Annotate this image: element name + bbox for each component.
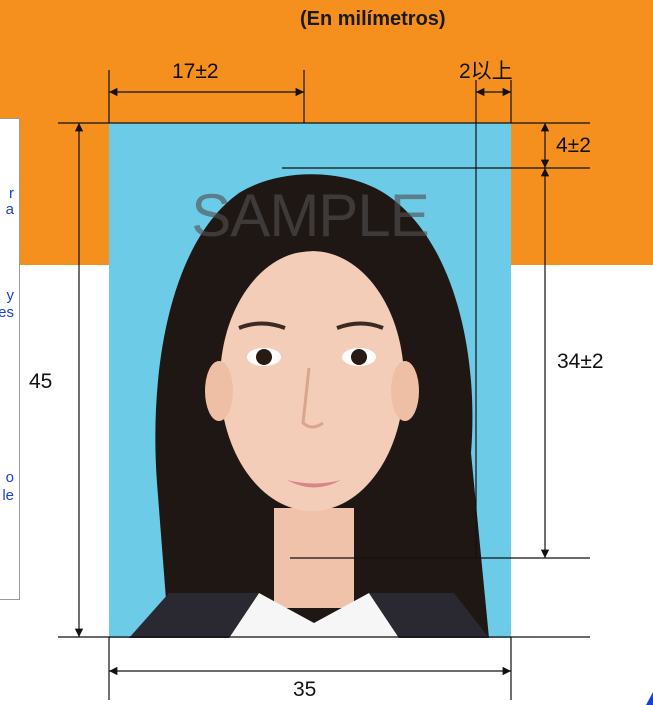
collar <box>229 593 399 638</box>
label-margin-right: 2以上 <box>459 60 513 83</box>
side-text-fragment[interactable]: r <box>9 185 14 202</box>
fringe <box>219 203 407 323</box>
brow-left <box>238 321 286 330</box>
side-text-fragment[interactable]: le <box>2 487 14 504</box>
face <box>220 251 404 511</box>
label-head-height: 34±2 <box>557 350 604 373</box>
corner-arrow-shape <box>646 692 653 705</box>
side-text-panel: r a y es o le <box>0 118 20 600</box>
brow-right <box>336 321 384 330</box>
sample-id-photo: SAMPLE <box>109 123 511 638</box>
label-height: 45 <box>29 370 53 393</box>
side-text-fragment[interactable]: o <box>5 469 14 486</box>
jacket <box>129 593 489 638</box>
corner-arrow-icon <box>646 692 653 705</box>
label-top-width: 17±2 <box>172 60 219 83</box>
pupil-right <box>351 349 367 365</box>
side-text-fragment[interactable]: es <box>0 304 14 321</box>
pupil-left <box>256 349 272 365</box>
sample-watermark: SAMPLE <box>191 182 429 249</box>
side-text-fragment[interactable]: a <box>5 201 14 218</box>
units-label: (En milímetros) <box>300 8 446 30</box>
ear-right <box>391 361 419 421</box>
mouth <box>287 480 341 488</box>
nose <box>301 367 324 429</box>
label-top-margin: 4±2 <box>556 134 591 157</box>
label-width: 35 <box>293 678 317 701</box>
side-text-fragment[interactable]: y <box>6 287 15 304</box>
ear-left <box>205 361 233 421</box>
portrait-illustration <box>109 123 511 638</box>
